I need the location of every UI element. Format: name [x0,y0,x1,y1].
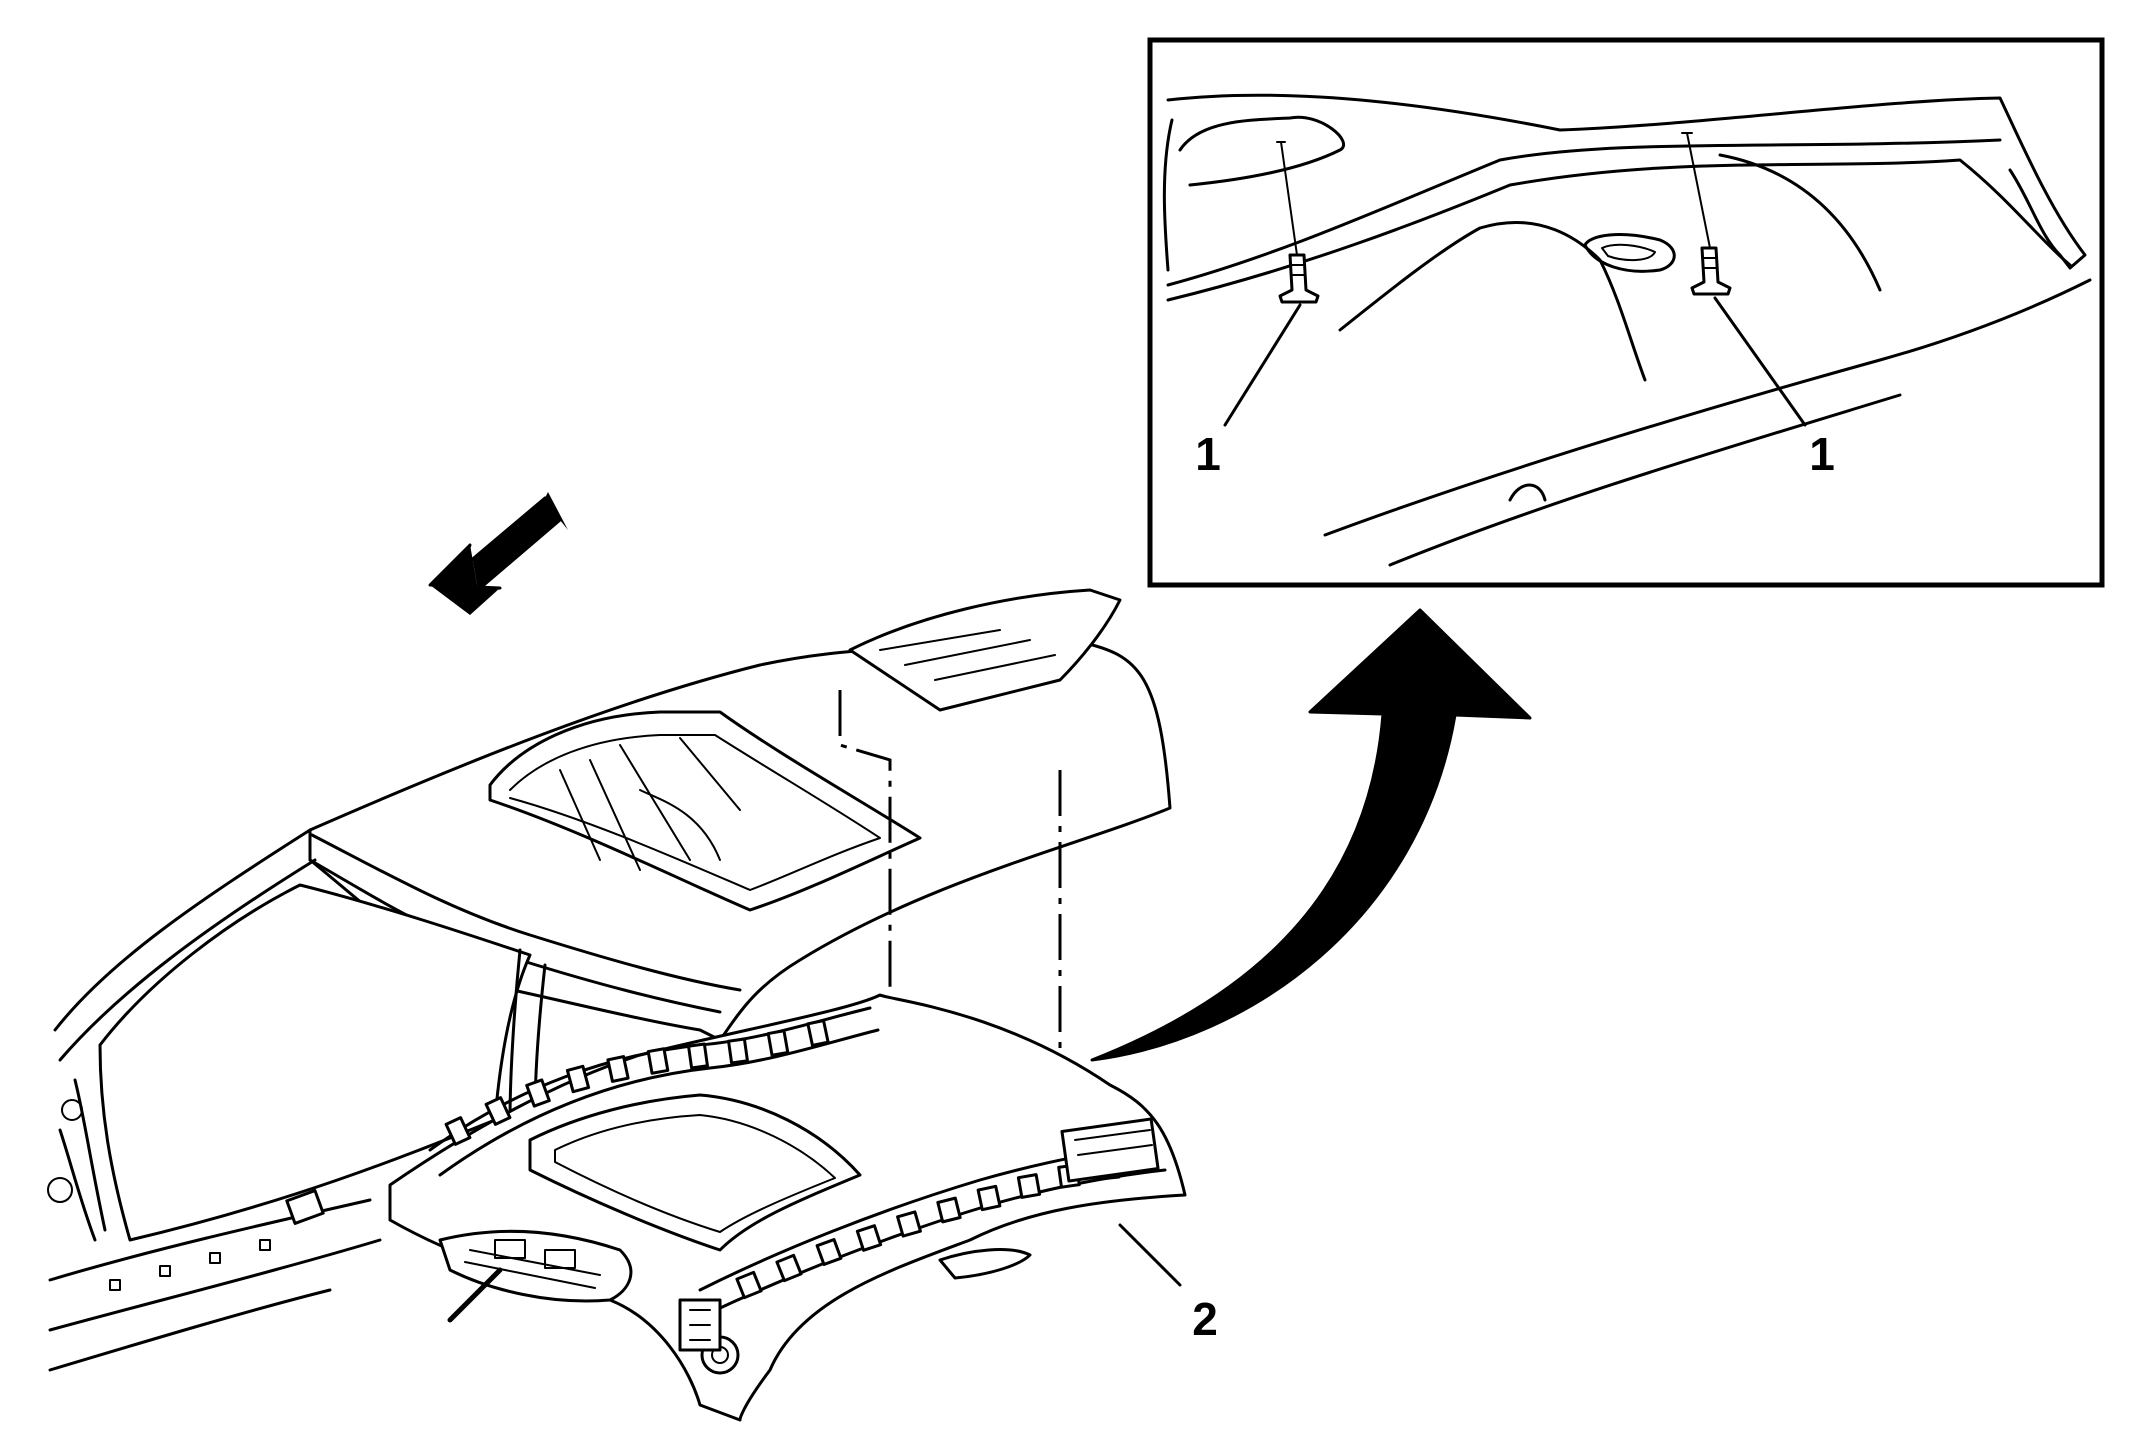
inset-center-arch [1338,221,1647,382]
front-direction-arrow [428,492,568,615]
right-fastener-callout: 1 [1809,428,1835,480]
inset-grab-handle-inner [1601,243,1656,262]
detail-curved-arrow [1090,608,1532,1062]
right-fastener [1681,132,1732,296]
headliner-handle-pocket [938,1248,1032,1280]
inset-headliner-edge-2 [1388,393,1902,567]
inset-headliner-edge [1323,278,2092,537]
front-arrow-shade [462,492,568,590]
inset-rail-lower [1166,158,2072,302]
rocker-panel [48,1198,372,1282]
headliner-clips-front [444,1019,830,1146]
a-pillar-inner [58,858,317,1062]
a-pillar-outer [53,828,312,1032]
inset-grab-handle [1583,233,1676,273]
left-fastener-callout: 1 [1195,428,1221,480]
headliner-callout: 2 [1192,1293,1218,1345]
roof-sunroof-inner [509,734,881,891]
rocker-panel-lower [48,1238,382,1332]
detail-inset: 1 1 [1147,37,2105,588]
alignment-line-left [838,690,892,1045]
inset-left-pocket [1178,115,1345,187]
inset-left-edge [1162,118,1174,272]
detail-inset-frame [1147,37,2105,588]
inset-right-arch [1718,153,1882,292]
door-opening [98,883,532,1242]
headliner [285,993,1187,1422]
roof-sunroof-opening [488,710,922,912]
headliner-left-bracket [285,1189,325,1225]
right-fastener-leader [1713,296,1807,427]
inset-rail-inner [1166,138,2002,287]
headliner-harness [447,1267,503,1323]
body-side [47,828,547,1372]
headliner-sunroof-inner [554,1114,836,1233]
left-fastener-leader [1223,303,1302,427]
left-fastener [1276,141,1320,304]
headliner-leader [1118,1223,1182,1287]
inset-headliner-clip [1508,483,1547,502]
headliner-sunroof-opening [528,1093,862,1252]
roof-panel [308,588,1172,1065]
roof-front-edge-2 [310,833,742,992]
